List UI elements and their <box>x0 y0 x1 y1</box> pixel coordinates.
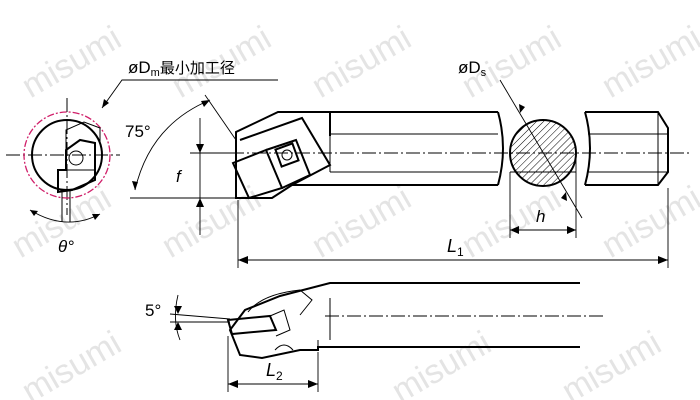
top-view-screw-arc <box>274 344 294 351</box>
watermark-text: misumi <box>595 19 700 106</box>
dm-label-sub: m <box>151 67 160 79</box>
dm-leader-arrow <box>102 99 109 108</box>
watermark-text: misumi <box>15 19 127 106</box>
ds-arrow-top <box>519 104 525 113</box>
head-clamp <box>239 116 332 186</box>
break-line-right <box>584 111 591 186</box>
theta-arrow-right <box>92 214 100 220</box>
ds-leader <box>499 79 583 219</box>
l1-arrow-left <box>238 256 248 264</box>
l2-dimension: L2 <box>227 336 319 392</box>
l2-label-main: L <box>266 360 276 380</box>
ds-label-prefix: øD <box>458 58 481 77</box>
break-line-left <box>497 111 504 186</box>
insert-clamp-plate <box>265 138 312 189</box>
ds-label-sub: s <box>481 67 487 79</box>
l1-dimension: L1 <box>237 188 669 268</box>
f-arrow-top <box>196 144 204 153</box>
clamp-screw-box <box>274 142 300 168</box>
bar-outline <box>235 111 498 199</box>
theta-label: θ° <box>58 237 74 256</box>
angle-5-arrow-bottom <box>174 322 182 330</box>
angle-75-label: 75° <box>125 122 151 141</box>
ds-label: øDs <box>458 58 487 79</box>
watermark-text: misumi <box>15 324 127 400</box>
angle-5-label: 5° <box>145 301 161 320</box>
side-view <box>230 111 690 200</box>
angle-5-arc <box>175 294 181 341</box>
l2-arrow-left <box>228 380 238 388</box>
angle-75-ext-line <box>204 94 237 141</box>
end-view-screw <box>68 150 84 166</box>
top-view-outline <box>228 282 580 360</box>
l1-label-main: L <box>447 236 457 256</box>
l1-label-sub: 1 <box>457 245 464 259</box>
h-arrow-right <box>567 226 576 234</box>
f-dimension: f <box>176 118 232 235</box>
ds-arrow-bottom <box>561 192 567 201</box>
angle-75-dimension: 75° <box>125 94 237 199</box>
watermark-text: misumi <box>155 179 267 266</box>
h-arrow-left <box>510 226 519 234</box>
watermark-text: misumi <box>455 179 567 266</box>
l2-label-sub: 2 <box>276 369 283 383</box>
top-view-insert <box>226 314 278 336</box>
l2-arrow-right <box>308 380 318 388</box>
f-arrow-bottom <box>196 198 204 207</box>
angle-75-arrow-bottom <box>132 181 138 190</box>
watermark-text: misumi <box>385 324 497 400</box>
watermark: misumi misumi misumi misumi misumi misum… <box>5 19 700 400</box>
dm-label-group: øDm最小加工径 <box>101 58 278 109</box>
f-label: f <box>176 167 183 186</box>
shank-end <box>585 111 669 186</box>
dm-label: øDm最小加工径 <box>128 58 235 79</box>
dm-leader-line <box>101 79 278 109</box>
l1-label: L1 <box>447 236 464 259</box>
end-view: θ° <box>6 98 120 256</box>
end-view-clamp <box>65 121 101 150</box>
top-view-clamp <box>247 289 313 316</box>
angle-75-arrow-top <box>201 100 210 107</box>
minimum-bore-circle <box>23 111 111 199</box>
dm-label-suffix: 最小加工径 <box>160 60 235 77</box>
top-view-lower-edge <box>269 309 291 337</box>
clamp-screw-hex <box>281 149 293 161</box>
watermark-text: misumi <box>305 179 417 266</box>
l2-label: L2 <box>266 360 283 383</box>
watermark-text: misumi <box>595 179 700 266</box>
h-label: h <box>536 207 545 226</box>
angle-5-ext-line-2 <box>169 313 231 320</box>
angle-5-dimension: 5° <box>145 294 231 341</box>
angle-5-arrow-top <box>174 306 182 314</box>
theta-arrow-left <box>30 210 38 216</box>
watermark-text: misumi <box>555 324 667 400</box>
l1-arrow-right <box>658 256 668 264</box>
shank-cross-section: øDs h <box>458 58 583 238</box>
dm-label-prefix: øD <box>128 58 151 77</box>
watermark-text: misumi <box>305 19 417 106</box>
top-view <box>226 282 605 360</box>
angle-75-arc <box>134 99 211 191</box>
